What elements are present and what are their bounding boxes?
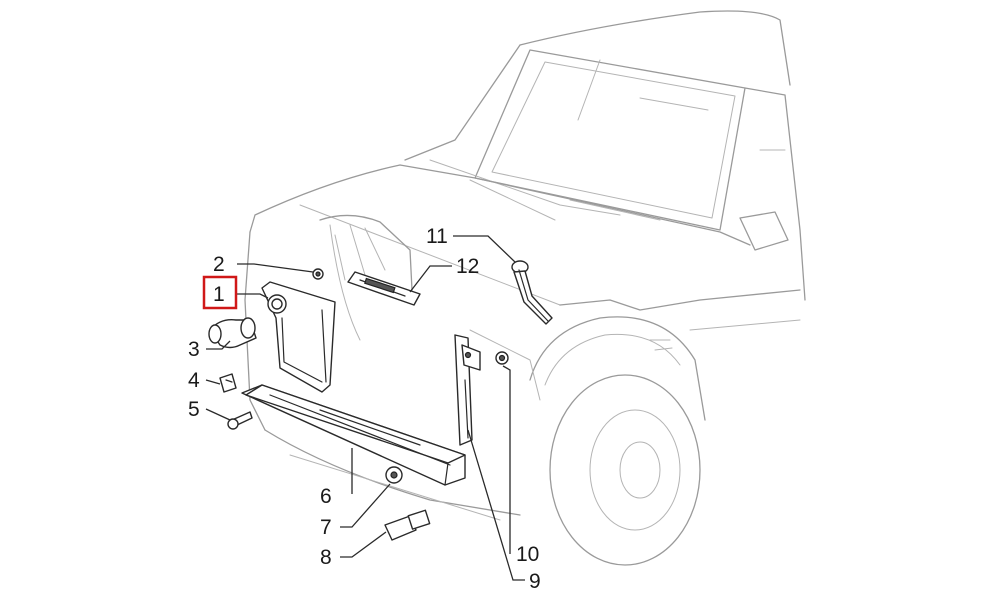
leader-lines	[205, 235, 525, 581]
part-4-clip	[219, 373, 237, 393]
part-3-pipe	[208, 317, 257, 349]
part-1-support-bracket	[261, 281, 336, 393]
callout-2: 2	[213, 253, 225, 276]
callout-12: 12	[456, 255, 479, 278]
part-8-pin	[384, 509, 431, 541]
callout-3: 3	[188, 338, 200, 361]
callout-10: 10	[516, 543, 539, 566]
car-outline	[244, 10, 806, 566]
callout-4: 4	[188, 369, 200, 392]
part-7-grommet	[385, 466, 403, 484]
callout-11: 11	[426, 225, 448, 248]
part-10-fastener	[495, 351, 509, 365]
callout-7: 7	[320, 516, 332, 539]
callout-5: 5	[188, 398, 200, 421]
callout-labels: 2 1 3 4 5 6 7 8 9 10 11 12	[188, 225, 541, 593]
part-5-screw	[227, 411, 253, 430]
part-9-vertical-bracket	[454, 334, 481, 446]
part-6-crossmember	[241, 384, 466, 486]
part-2-nut	[312, 268, 324, 280]
callout-9: 9	[529, 570, 541, 593]
callout-1: 1	[213, 283, 225, 306]
callout-6: 6	[320, 485, 332, 508]
callout-1-highlight-box	[202, 275, 238, 310]
part-11-hood-stay	[511, 260, 553, 325]
callout-8: 8	[320, 546, 332, 569]
part-12-bracket	[347, 271, 421, 306]
